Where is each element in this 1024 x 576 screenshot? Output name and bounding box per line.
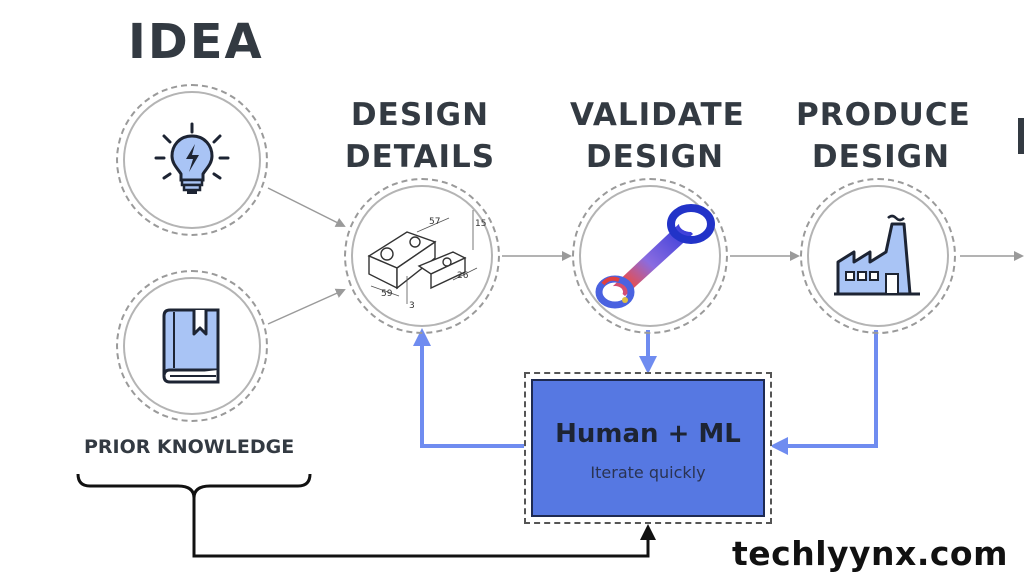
cad-drawing-icon: 57 59 26 15 3	[367, 210, 486, 311]
human-ml-box-frame: Human + ML Iterate quickly	[524, 372, 772, 524]
book-icon	[162, 308, 220, 384]
prior-knowledge-brace	[76, 473, 312, 499]
human-ml-box: Human + ML Iterate quickly	[531, 379, 765, 517]
design-details-line-1: DESIGN	[350, 97, 490, 133]
idea-heading: IDEA	[128, 14, 264, 70]
arrow-knowledge-to-hm	[192, 498, 656, 558]
human-ml-subtitle: Iterate quickly	[590, 462, 706, 482]
design-details-heading: DESIGN DETAILS	[340, 94, 500, 178]
validate-design-line-1: VALIDATE	[570, 97, 745, 133]
validate-design-line-2: DESIGN	[585, 139, 725, 175]
brand-watermark: techlyynx.com	[732, 534, 1008, 573]
arrow-knowledge-to-design	[267, 288, 346, 325]
produce-design-line-1: PRODUCE	[796, 97, 971, 133]
prior-knowledge-label: PRIOR KNOWLEDGE	[84, 436, 295, 458]
arrow-idea-to-design	[267, 187, 346, 227]
design-details-line-2: DETAILS	[344, 139, 496, 175]
cut-off-heading-fragment	[1018, 118, 1024, 154]
dimension-label-15: 15	[475, 219, 486, 229]
arrow-hm-to-design	[413, 328, 524, 448]
dimension-label-3: 3	[409, 301, 415, 311]
factory-icon	[834, 214, 920, 296]
dimension-label-57: 57	[429, 217, 440, 227]
arrow-produce-to-hm	[770, 330, 878, 455]
connecting-rod-simulation-icon	[595, 204, 715, 309]
validate-design-heading: VALIDATE DESIGN	[570, 94, 745, 178]
produce-design-line-2: DESIGN	[811, 139, 951, 175]
validate-design-circle	[572, 178, 728, 334]
idea-circle	[116, 84, 268, 236]
dimension-label-26: 26	[457, 271, 469, 281]
lightbulb-icon	[154, 122, 230, 194]
design-details-circle: 57 59 26 15 3	[344, 178, 500, 334]
produce-design-circle	[800, 178, 956, 334]
prior-knowledge-circle	[116, 270, 268, 422]
human-ml-title: Human + ML	[555, 418, 741, 449]
dimension-label-59: 59	[381, 289, 393, 299]
produce-design-heading: PRODUCE DESIGN	[796, 94, 971, 178]
